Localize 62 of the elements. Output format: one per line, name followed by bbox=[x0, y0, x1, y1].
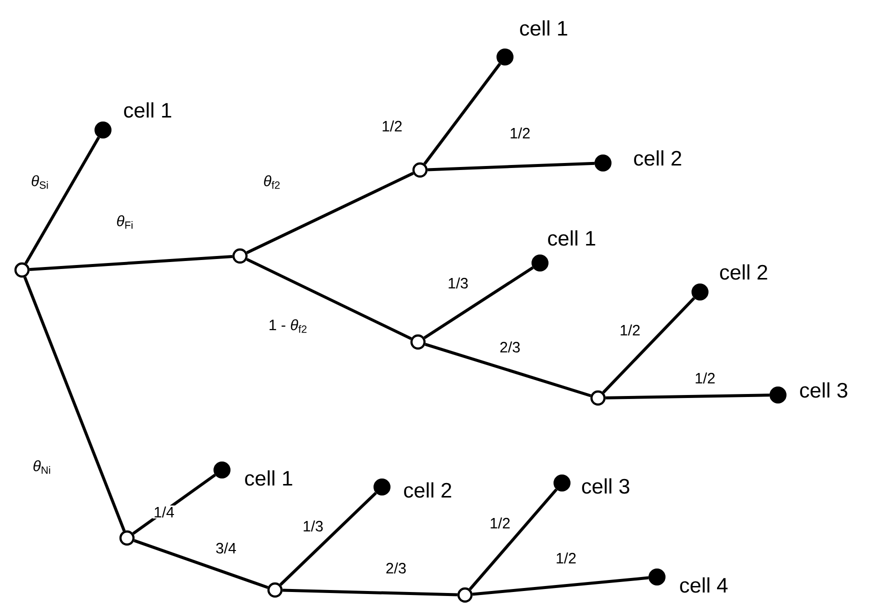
connector-line bbox=[602, 297, 696, 394]
leaf-dot bbox=[648, 568, 666, 586]
edge-label: 1/2 bbox=[554, 552, 578, 565]
connector-line bbox=[606, 394, 770, 400]
connector-line bbox=[423, 62, 502, 165]
connector-line bbox=[134, 539, 268, 589]
connector-line bbox=[472, 576, 649, 596]
edge-label: 1/3 bbox=[446, 276, 470, 290]
connector-line bbox=[468, 488, 558, 590]
leaf-dot bbox=[554, 474, 570, 492]
leaf-dot bbox=[692, 284, 708, 300]
edge-label: 1/3 bbox=[302, 520, 324, 533]
branch-node bbox=[590, 390, 606, 406]
cell-label: cell 1 bbox=[520, 20, 568, 36]
connector-line bbox=[424, 342, 592, 398]
branch-node bbox=[119, 530, 135, 546]
edge-label: 1 - θ$_{f2}$ bbox=[267, 318, 309, 334]
leaf-dot bbox=[594, 154, 612, 172]
edge-label: 1/2 bbox=[694, 372, 716, 385]
branch-node bbox=[412, 162, 428, 178]
connector-line bbox=[424, 266, 534, 340]
edge-label: θ$_{Ni}$ bbox=[32, 459, 52, 475]
edge-label: 1/2 bbox=[488, 516, 512, 530]
connector-line bbox=[282, 588, 458, 596]
connector-line bbox=[246, 172, 414, 254]
cell-label: cell 1 bbox=[245, 470, 292, 486]
leaf-dot bbox=[374, 478, 390, 496]
leaf-dot bbox=[214, 462, 230, 478]
edge-label: θ$_{Si}$ bbox=[30, 174, 50, 190]
edge-label: 1/2 bbox=[618, 324, 642, 337]
cell-label: cell 3 bbox=[800, 382, 848, 398]
cell-label: cell 2 bbox=[720, 264, 768, 280]
connector-line bbox=[23, 276, 126, 532]
cell-label: cell 4 bbox=[680, 577, 728, 593]
cell-label: cell 2 bbox=[404, 482, 452, 498]
leaf-dot bbox=[770, 386, 786, 404]
branch-node bbox=[14, 262, 30, 278]
connector-line bbox=[132, 474, 216, 535]
leaf-dot bbox=[496, 48, 514, 66]
branch-node bbox=[267, 582, 283, 598]
branch-node bbox=[232, 248, 248, 264]
cell-label: cell 2 bbox=[634, 150, 682, 166]
connector-line bbox=[30, 255, 233, 272]
connector-line bbox=[428, 162, 595, 172]
branch-node bbox=[457, 587, 473, 603]
edge-label: 3/4 bbox=[214, 542, 238, 555]
cell-label: cell 3 bbox=[582, 478, 630, 494]
connector-line bbox=[24, 136, 100, 264]
edge-label: 2/3 bbox=[384, 562, 408, 575]
edge-label: θ$_{Fi}$ bbox=[115, 214, 135, 230]
connector-line bbox=[279, 492, 377, 586]
edge-label: 1/2 bbox=[508, 126, 532, 140]
connector-line bbox=[246, 258, 412, 340]
leaf-dot bbox=[532, 254, 548, 272]
edge-label: 2/3 bbox=[498, 340, 522, 354]
edge-label: 1/2 bbox=[380, 120, 404, 132]
branch-node bbox=[410, 334, 426, 350]
edge-label: θ$_{f2}$ bbox=[262, 174, 282, 190]
cell-label: cell 1 bbox=[124, 102, 172, 118]
leaf-dot bbox=[94, 122, 112, 138]
cell-label: cell 1 bbox=[548, 230, 596, 246]
edge-label: 1/4 bbox=[152, 506, 176, 519]
